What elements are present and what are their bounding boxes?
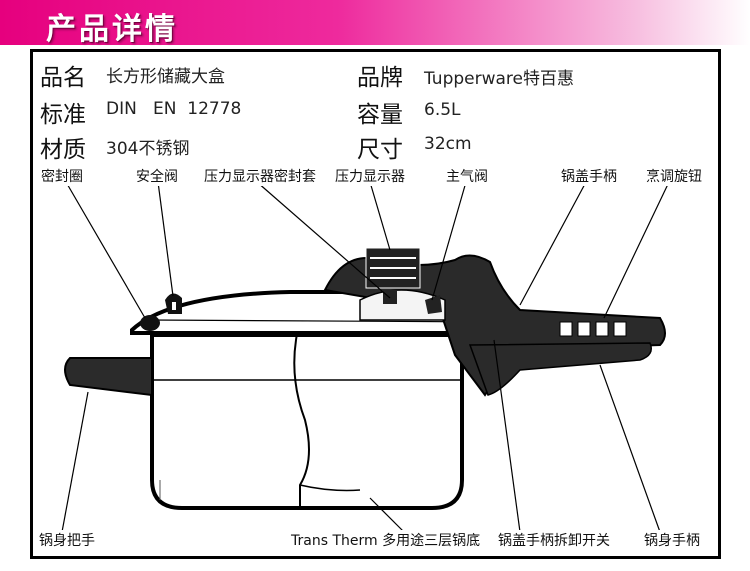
spec-name-label: 品名 [40,65,86,91]
callout-body-grip: 锅身把手 [38,530,96,550]
spec-name-value: 长方形储藏大盒 [106,67,225,87]
callout-main-valve: 主气阀 [445,166,489,186]
spec-material-label: 材质 [40,137,86,163]
callout-cooking-knob: 烹调旋钮 [645,166,703,186]
spec-material-value: 304不锈钢 [106,139,190,159]
header-banner: 产品详情 [0,0,750,47]
page-title: 产品详情 [46,12,178,47]
callout-trans-therm: Trans Therm 多用途三层锅底 [290,530,482,550]
left-grip-illustration [64,357,153,397]
leader-lines [61,181,670,533]
callout-safety-valve: 安全阀 [135,166,179,186]
spec-standard-value: DIN EN 12778 [106,99,242,119]
spec-size-value: 32cm [424,134,472,154]
valve-illustration [140,293,182,331]
spec-capacity-value: 6.5L [424,100,461,120]
spec-size-label: 尺寸 [357,137,403,163]
lid-handle-illustration [323,247,666,397]
spec-brand-value: Tupperware特百惠 [424,69,575,89]
spec-standard-label: 标准 [40,102,86,128]
spec-capacity-label: 容量 [357,102,403,128]
callout-indicator-seal: 压力显示器密封套 [203,166,317,186]
callout-lid-handle: 锅盖手柄 [560,166,618,186]
spec-brand-label: 品牌 [357,65,403,91]
callout-lid-release: 锅盖手柄拆卸开关 [497,530,611,550]
callout-pressure-indicator: 压力显示器 [334,166,406,186]
callout-body-handle: 锅身手柄 [643,530,701,550]
callout-seal-ring: 密封圈 [40,166,84,186]
